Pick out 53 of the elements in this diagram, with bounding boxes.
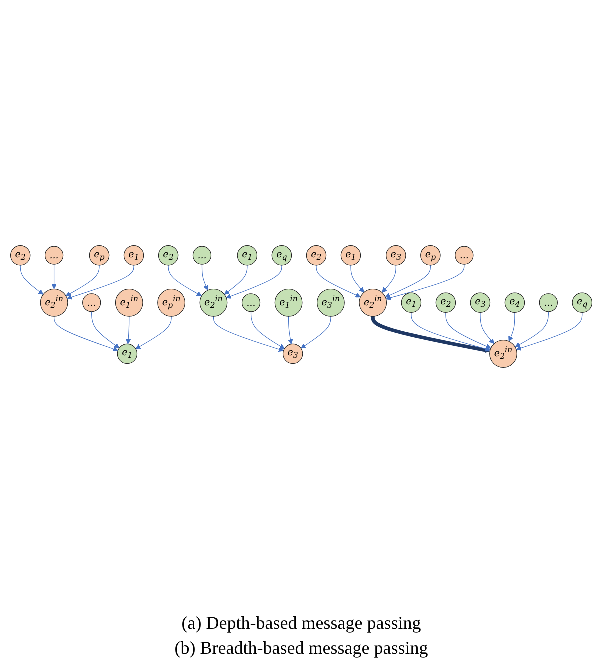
node-circle: ...	[44, 246, 64, 265]
arrow	[92, 311, 120, 348]
arrow	[350, 264, 364, 293]
node-circle: e$_{1}$	[124, 245, 144, 266]
arrow	[224, 264, 248, 295]
node-circle: e$_{1}$	[117, 344, 138, 364]
arrow	[480, 312, 495, 344]
node-circle: e$_{3}$	[282, 344, 304, 364]
arrow	[300, 316, 332, 349]
arrow	[515, 311, 549, 348]
arrow	[386, 264, 465, 300]
arrow	[250, 311, 285, 349]
arrow	[316, 264, 361, 298]
node-circle: e$_{1}$	[340, 245, 362, 266]
arrow	[508, 312, 516, 342]
node-circle: e$_{q}$	[572, 292, 593, 313]
arrow	[288, 316, 294, 344]
node-circle: ...	[192, 246, 212, 265]
node-circle: e$_{3}$	[470, 292, 491, 313]
panel-caption: (b) Breadth-based message passing	[174, 638, 428, 659]
node-circle: e$_{4}$	[504, 292, 526, 313]
node-circle: ...	[82, 293, 102, 312]
node-circle: ...	[539, 293, 558, 312]
arrow	[52, 264, 57, 290]
arrow	[126, 316, 132, 344]
arrow	[136, 316, 172, 350]
arrow	[411, 312, 491, 352]
node-circle: e$_{2}$	[306, 245, 327, 266]
node-circle: e$_{1}$	[401, 292, 422, 313]
arrow	[382, 264, 396, 293]
arrow	[385, 264, 431, 298]
arrow	[54, 316, 118, 352]
node-circle: e$_{q}$	[272, 245, 292, 266]
arrow	[446, 312, 492, 349]
arrow	[371, 316, 490, 353]
arrow	[226, 264, 282, 299]
node-circle: e$_{2}$	[10, 245, 31, 266]
arrow	[66, 264, 100, 296]
arrow	[20, 264, 44, 295]
arrow	[202, 264, 209, 290]
arrow	[516, 312, 583, 351]
node-circle: ...	[242, 293, 261, 312]
arrow	[213, 316, 284, 352]
panel-caption: (a) Depth-based message passing	[182, 613, 422, 634]
node-circle: e$_{2}$	[158, 245, 179, 266]
node-circle: e$_{p}$	[89, 245, 110, 266]
node-circle: e$_{2}$	[436, 292, 456, 313]
node-circle: ...	[455, 246, 474, 265]
node-circle: e$_{3}$	[386, 245, 406, 266]
node-circle: e$_{p}$	[420, 245, 441, 266]
arrow	[67, 264, 134, 300]
arrow	[168, 264, 202, 296]
node-circle: e$_{1}$	[237, 245, 258, 266]
